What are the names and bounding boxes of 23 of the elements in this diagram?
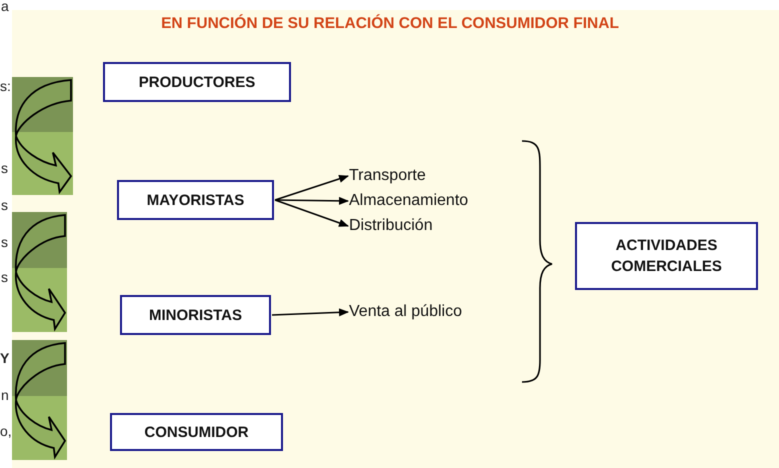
text-fragment: s [1,160,8,176]
activity-text: Transporte [349,166,429,186]
arrow [274,175,349,201]
arrow [274,199,349,227]
text-fragment: o, [0,423,12,439]
text-fragment: n [1,387,9,403]
label-box: ACTIVIDADES COMERCIALES [575,222,758,290]
label-box: PRODUCTORES [103,62,291,102]
arrow [274,196,349,205]
activity-text: Venta al público [349,302,504,322]
label-box: MINORISTAS [120,295,271,335]
activity-text: Distribución [349,216,449,236]
title: EN FUNCIÓN DE SU RELACIÓN CON EL CONSUMIDOR FINAL [160,13,620,34]
text-fragment: s [1,234,8,250]
text-fragment: s [1,197,8,213]
arrow [272,308,349,316]
text-fragment: Y [0,350,10,366]
text-fragment: s: [0,78,11,94]
label-box: CONSUMIDOR [110,413,283,451]
activity-text: Almacenamiento [349,191,511,211]
text-fragment: s [1,269,8,285]
label-box: MAYORISTAS [117,180,274,220]
text-fragment: a [1,0,9,14]
